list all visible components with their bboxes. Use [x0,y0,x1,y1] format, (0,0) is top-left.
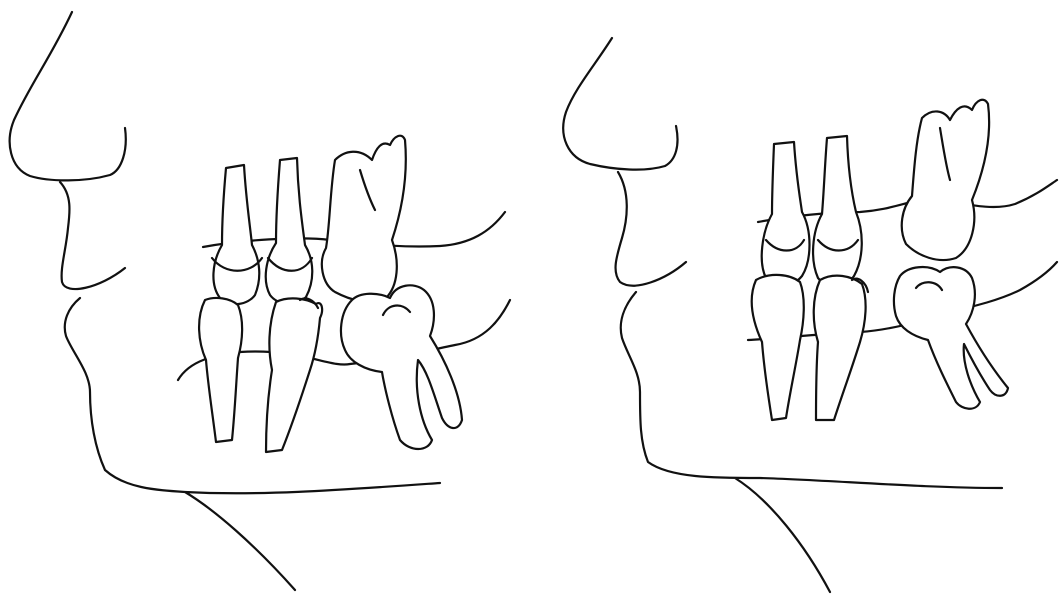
right-upper-canine [902,100,989,260]
left-lower-incisor-1 [199,298,242,442]
right-lower-incisor-1 [752,275,804,420]
right-profile-panel [563,38,1057,592]
left-upper-incisor-2 [266,158,313,304]
right-lower-molar [894,267,1008,409]
left-upper-canine [322,136,406,302]
right-lower-incisor-2 [814,276,866,420]
right-upper-incisor-2 [813,136,862,286]
left-upper-incisor-1 [213,165,259,304]
left-profile-panel [10,12,510,590]
right-upper-incisor-1 [762,142,810,286]
left-lower-incisor-2 [266,298,322,452]
left-lower-premolar [341,285,462,449]
